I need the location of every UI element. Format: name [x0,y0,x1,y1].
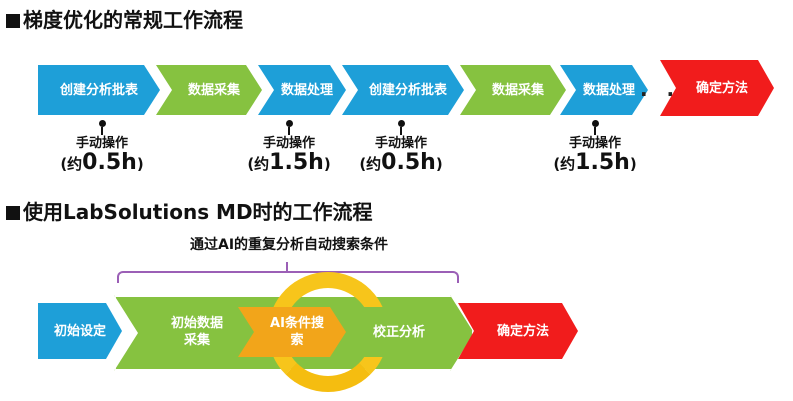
note-value: 1.5h [575,150,630,175]
brace-tip [286,262,288,272]
step-data-processing-1: 数据处理 [258,65,346,115]
marker-dot [591,120,599,127]
step-label: 数据采集 [187,82,240,98]
note-suffix: ) [136,155,144,173]
note-label: 手动操作 [75,136,128,151]
step-label: 校正分析 [372,324,425,340]
brace [117,271,459,283]
step-initial-acquisition: 初始数据 采集 [138,307,246,357]
note-prefix: (约 [359,155,382,173]
loop-caption: 通过AI的重复分析自动搜索条件 [190,237,389,253]
marker-dot [98,120,106,127]
step-label: AI条件搜 索 [270,316,324,348]
note-label: 手动操作 [262,136,315,151]
section1-heading: 梯度优化的常规工作流程 [6,8,243,32]
step-data-processing-2: 数据处理 [560,65,648,115]
marker-dot [397,120,405,127]
step-label: 数据处理 [582,82,635,98]
note-suffix: ) [629,155,637,173]
step-create-batch-2: 创建分析批表 [342,65,464,115]
note-time: (约1.5h) [244,152,334,175]
step-data-acquisition-1: 数据采集 [156,65,262,115]
step-ai-search: AI条件搜 索 [238,307,346,357]
note-time: (约1.5h) [550,152,640,175]
step-data-acquisition-2: 数据采集 [460,65,566,115]
step-label: 确定方法 [695,80,748,96]
note-prefix: (约 [60,155,83,173]
section1-title: 梯度优化的常规工作流程 [23,8,243,32]
note-value: 1.5h [269,150,324,175]
step-final-method-1: 确定方法 [660,60,774,116]
marker-stem [101,127,103,135]
note-time: (约0.5h) [356,152,446,175]
note-value: 0.5h [82,150,137,175]
note-prefix: (约 [247,155,270,173]
note-prefix: (约 [553,155,576,173]
step-label: 数据采集 [491,82,544,98]
step-label: 初始数据 采集 [170,316,223,348]
step-label: 创建分析批表 [368,82,447,98]
marker-stem [400,127,402,135]
section2-title: 使用LabSolutions MD时的工作流程 [23,200,373,224]
note-label: 手动操作 [374,136,427,151]
step-final-method-2: 确定方法 [458,303,578,359]
step-label: 确定方法 [496,323,549,339]
step-calibration-analysis: 校正分析 [338,307,450,357]
note-value: 0.5h [381,150,436,175]
manual-note-1: 手动操作 (约0.5h) [57,120,147,175]
note-suffix: ) [323,155,331,173]
step-label: 创建分析批表 [59,82,138,98]
note-time: (约0.5h) [57,152,147,175]
step-label: 数据处理 [280,82,333,98]
marker-dot [285,120,293,127]
manual-note-4: 手动操作 (约1.5h) [550,120,640,175]
square-bullet-icon [6,14,20,28]
note-suffix: ) [435,155,443,173]
step-label: 初始设定 [53,323,106,339]
note-label: 手动操作 [568,136,621,151]
step-create-batch-1: 创建分析批表 [38,65,160,115]
marker-stem [288,127,290,135]
marker-stem [594,127,596,135]
manual-note-2: 手动操作 (约1.5h) [244,120,334,175]
square-bullet-icon [6,206,20,220]
section2-heading: 使用LabSolutions MD时的工作流程 [6,200,373,224]
manual-note-3: 手动操作 (约0.5h) [356,120,446,175]
step-initial-setup: 初始设定 [38,303,122,359]
